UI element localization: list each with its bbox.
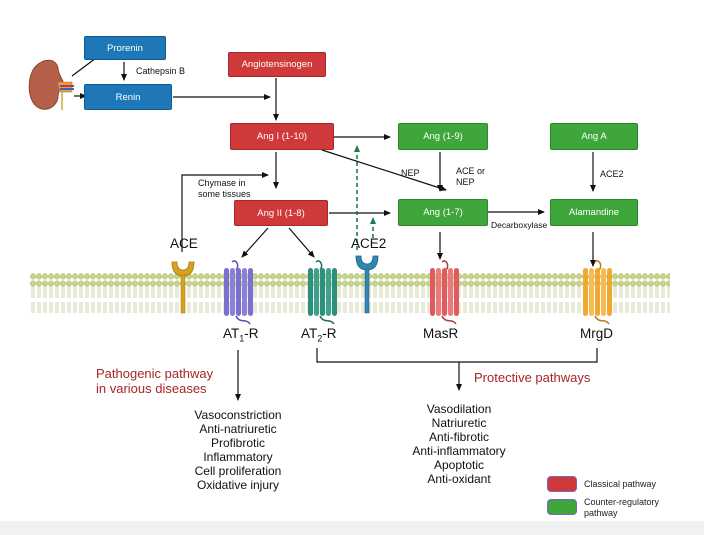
- mrgd-label: MrgD: [580, 326, 613, 341]
- pathogenic-effect: Anti-natriuretic: [199, 422, 277, 436]
- protective-effect: Anti-inflammatory: [412, 444, 506, 458]
- at2r-subscript: 2: [317, 333, 323, 344]
- chymase-label-line2: some tissues: [198, 189, 251, 199]
- pathogenic-title-line1: Pathogenic pathway: [96, 366, 214, 381]
- chymase-label-line1: Chymase in: [198, 178, 246, 188]
- ace-enzyme-icon: [171, 261, 195, 314]
- cell-membrane: [30, 273, 670, 313]
- protective-effects-list: Vasodilation Natriuretic Anti-fibrotic A…: [404, 402, 514, 486]
- ang-1-9-box: Ang (1-9): [398, 123, 488, 150]
- pathogenic-effect: Cell proliferation: [194, 464, 282, 478]
- ace-or-nep-line2: NEP: [456, 177, 475, 187]
- ace2-label: ACE2: [351, 236, 387, 251]
- at1r-receptor-icon: [224, 260, 253, 325]
- prorenin-box: Prorenin: [84, 36, 166, 60]
- arrow-angi-ang17: [321, 149, 447, 192]
- at2r-label: AT2-R: [301, 326, 337, 344]
- renin-box: Renin: [84, 84, 172, 110]
- ace-or-nep-label: ACE or NEP: [456, 166, 485, 188]
- pathogenic-title-line2: in various diseases: [96, 381, 207, 396]
- pathogenic-pathway-title: Pathogenic pathway in various diseases: [96, 366, 213, 396]
- mrgd-receptor-icon: [583, 260, 612, 325]
- pathogenic-effect: Profibrotic: [210, 436, 266, 450]
- masr-label: MasR: [423, 326, 459, 341]
- at2r-receptor-icon: [308, 260, 337, 325]
- protective-effect: Anti-oxidant: [427, 472, 491, 486]
- legend-counter-line2: pathway: [584, 508, 618, 518]
- legend-classical-swatch: [547, 476, 577, 492]
- at2r-prefix: AT: [301, 326, 318, 341]
- protective-effect: Vasodilation: [426, 402, 492, 416]
- angiotensinogen-box: Angiotensinogen: [228, 52, 326, 77]
- ang-ii-box: Ang II (1-8): [234, 200, 328, 226]
- kidney-icon: [28, 59, 74, 110]
- arrow-ace-chymase: [181, 172, 269, 252]
- at1r-label: AT1-R: [223, 326, 259, 344]
- ace2-enzyme-icon: [355, 255, 379, 314]
- ace-or-nep-line1: ACE or: [456, 166, 486, 176]
- pathogenic-effects-list: Vasoconstriction Anti-natriuretic Profib…: [178, 408, 298, 492]
- at1r-prefix: AT: [223, 326, 240, 341]
- ang-a-box: Ang A: [550, 123, 638, 150]
- protective-pathways-title: Protective pathways: [474, 370, 591, 385]
- pathogenic-effect: Oxidative injury: [196, 478, 280, 492]
- protective-effect: Natriuretic: [431, 416, 487, 430]
- at2r-suffix: -R: [322, 326, 337, 341]
- ace-label: ACE: [170, 236, 198, 251]
- masr-receptor-icon: [430, 260, 459, 325]
- legend-counter-line1: Counter-regulatory: [584, 497, 660, 507]
- pathogenic-effect: Vasoconstriction: [194, 408, 282, 422]
- protective-effect: Apoptotic: [433, 458, 485, 472]
- legend-counter-label: Counter-regulatory pathway: [584, 497, 659, 519]
- at1r-suffix: -R: [244, 326, 259, 341]
- chymase-label: Chymase in some tissues: [198, 178, 251, 200]
- ang-i-box: Ang I (1-10): [230, 123, 334, 150]
- legend-classical-label: Classical pathway: [584, 479, 657, 489]
- footer-bar: [0, 521, 704, 535]
- cathepsin-b-label: Cathepsin B: [136, 66, 186, 76]
- arrow-angii-at1r: [241, 227, 269, 258]
- arrow-angii-at2r: [288, 227, 315, 258]
- pathogenic-effect: Inflammatory: [203, 450, 273, 464]
- decarboxylase-label: Decarboxylase: [491, 220, 548, 230]
- ang-1-7-box: Ang (1-7): [398, 199, 488, 226]
- at1r-subscript: 1: [239, 333, 245, 344]
- legend-counter-swatch: [547, 499, 577, 515]
- ace2-small-label: ACE2: [600, 169, 624, 179]
- bracket-protective: [316, 348, 598, 363]
- protective-effect: Anti-fibrotic: [428, 430, 490, 444]
- alamandine-box: Alamandine: [550, 199, 638, 226]
- nep-label: NEP: [401, 168, 420, 178]
